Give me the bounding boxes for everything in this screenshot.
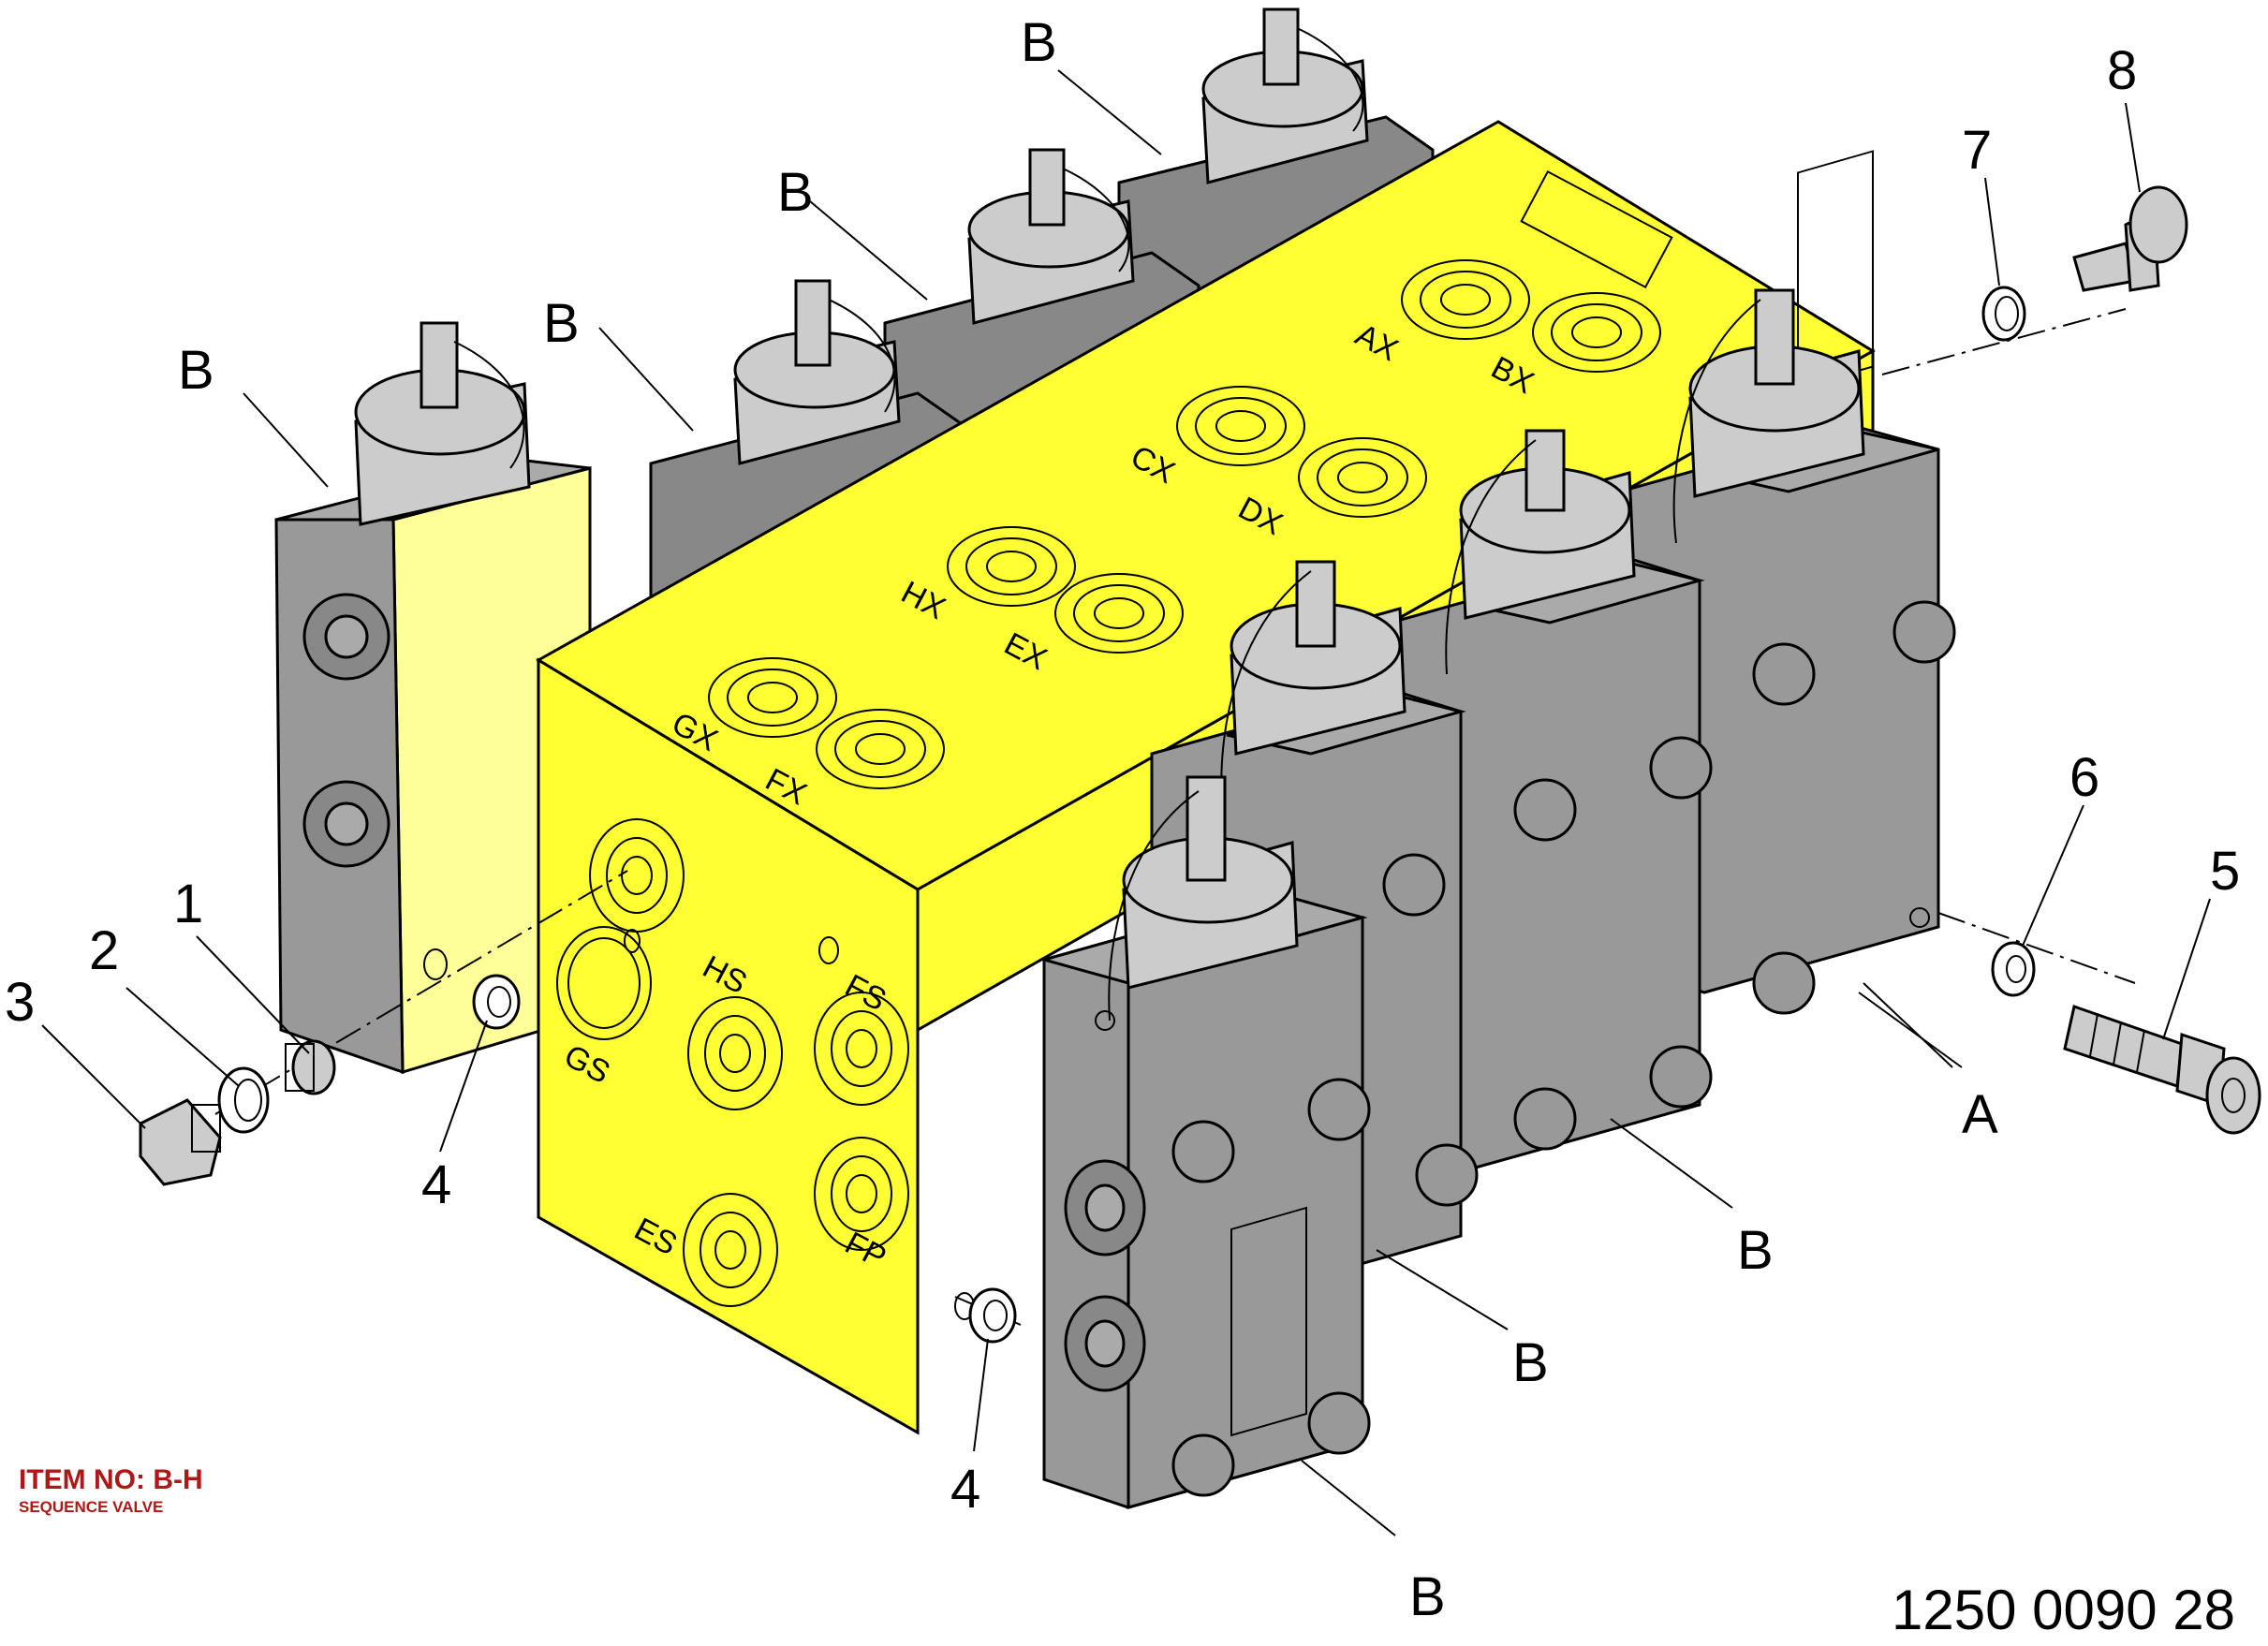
part-4-oring-right [968,1287,1017,1344]
callout-1: 1 [173,874,203,934]
callout-b-front-2: B [1512,1332,1549,1393]
part-1-filter [285,1039,336,1095]
loose-parts [139,185,2261,1344]
front-valve-3 [1389,429,1713,1172]
callout-b-back-4: B [1021,12,1057,73]
callout-3: 3 [5,972,35,1033]
callout-8: 8 [2107,40,2137,101]
front-ports [556,818,975,1320]
callout-b-front-1: B [1409,1566,1446,1627]
part-2-washer [217,1066,270,1134]
callout-b-back-3: B [777,162,814,223]
callout-5: 5 [2210,841,2240,902]
part-7-seal [1981,286,2026,342]
callout-4-right: 4 [950,1459,980,1520]
part-6-lock-washer [1991,941,2036,997]
callout-a: A [1962,1084,1998,1145]
leader-lines [41,69,2211,1536]
item-description-label: SEQUENCE VALVE [19,1498,163,1516]
callout-labels: B B B B B B B A 1 2 3 4 4 5 6 7 8 [5,12,2240,1627]
callout-2: 2 [89,920,119,981]
part-5-bolt [2063,1005,2261,1135]
front-valve-1 [1038,775,1371,1509]
item-number-label: ITEM NO: B-H [19,1464,203,1495]
part-3-plug [139,1098,222,1186]
callout-7: 7 [1962,120,1992,181]
top-ports [708,259,1661,789]
callout-4-left: 4 [421,1154,451,1215]
callout-b-left-end: B [178,340,214,401]
left-end-valve [274,321,592,1075]
drawing-number: 1250 0090 28 [1892,1579,2235,1641]
callout-6: 6 [2069,747,2099,808]
part-4-oring-left [472,974,521,1030]
callout-b-back-2: B [543,293,580,354]
callout-b-front-3: B [1737,1220,1774,1281]
part-8-fitting [2072,185,2188,292]
